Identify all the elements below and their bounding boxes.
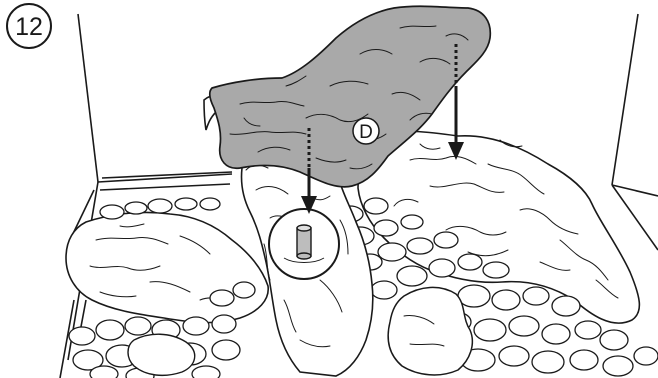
step-number-badge: 12	[7, 4, 51, 48]
alignment-pin-magnifier	[269, 209, 339, 279]
left-rock-plate	[66, 212, 268, 322]
part-label-d: D	[353, 118, 379, 144]
step-number-text: 12	[15, 13, 43, 41]
part-label-d-text: D	[359, 122, 373, 143]
